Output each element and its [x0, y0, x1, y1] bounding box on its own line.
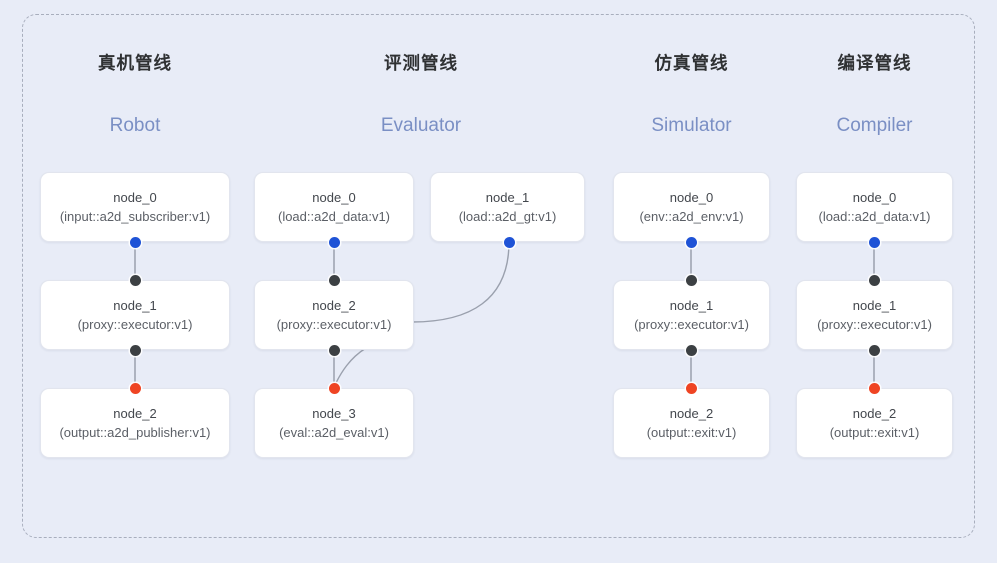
column-subtitle-evaluator: Evaluator [380, 115, 462, 136]
node-name: node_2 [312, 298, 356, 313]
node-eval-n2[interactable]: node_2 (proxy::executor:v1) [254, 280, 414, 350]
column-title-simulator: 仿真管线 [654, 53, 729, 73]
node-name: node_0 [852, 190, 897, 205]
node-spec: (proxy::executor:v1) [276, 317, 392, 332]
port-input-sim-n2[interactable] [685, 382, 697, 394]
node-sim-n0[interactable]: node_0 (env::a2d_env:v1) [613, 172, 770, 242]
port-input-comp-n1[interactable] [868, 274, 880, 286]
node-name: node_1 [669, 298, 714, 313]
node-eval-n3[interactable]: node_3 (eval::a2d_eval:v1) [254, 388, 414, 458]
column-subtitle-robot: Robot [109, 115, 161, 136]
node-name: node_2 [113, 406, 157, 421]
node-name: node_0 [312, 190, 356, 205]
node-spec: (proxy::executor:v1) [634, 317, 749, 332]
column-robot: 真机管线 Robot [40, 52, 230, 138]
node-spec: (load::a2d_data:v1) [277, 209, 391, 224]
port-input-comp-n2[interactable] [868, 382, 880, 394]
column-compiler: 编译管线 Compiler [796, 52, 953, 138]
node-spec: (output::exit:v1) [829, 425, 920, 440]
node-spec: (output::exit:v1) [646, 425, 737, 440]
port-output-eval-n0[interactable] [328, 236, 340, 248]
node-robot-n2[interactable]: node_2 (output::a2d_publisher:v1) [40, 388, 230, 458]
node-name: node_0 [669, 190, 714, 205]
node-eval-n0[interactable]: node_0 (load::a2d_data:v1) [254, 172, 414, 242]
port-input-robot-n1[interactable] [129, 274, 141, 286]
port-output-eval-n1[interactable] [503, 236, 515, 248]
node-spec: (proxy::executor:v1) [817, 317, 932, 332]
node-comp-n0[interactable]: node_0 (load::a2d_data:v1) [796, 172, 953, 242]
column-simulator: 仿真管线 Simulator [613, 52, 770, 138]
node-spec: (eval::a2d_eval:v1) [279, 425, 389, 440]
node-comp-n1[interactable]: node_1 (proxy::executor:v1) [796, 280, 953, 350]
column-subtitle-simulator: Simulator [651, 115, 732, 136]
node-robot-n0[interactable]: node_0 (input::a2d_subscriber:v1) [40, 172, 230, 242]
column-evaluator: 评测管线 Evaluator [326, 52, 516, 138]
node-name: node_1 [485, 190, 530, 205]
port-output-robot-n1[interactable] [129, 344, 141, 356]
node-name: node_2 [852, 406, 897, 421]
node-name: node_1 [852, 298, 897, 313]
port-input-eval-n3[interactable] [328, 382, 340, 394]
column-title-evaluator: 评测管线 [384, 53, 458, 73]
port-input-sim-n1[interactable] [685, 274, 697, 286]
node-spec: (env::a2d_env:v1) [639, 209, 744, 224]
node-sim-n1[interactable]: node_1 (proxy::executor:v1) [613, 280, 770, 350]
node-name: node_0 [113, 190, 157, 205]
port-output-robot-n0[interactable] [129, 236, 141, 248]
node-name: node_1 [113, 298, 157, 313]
port-output-sim-n0[interactable] [685, 236, 697, 248]
column-title-robot: 真机管线 [98, 53, 172, 73]
node-eval-n1[interactable]: node_1 (load::a2d_gt:v1) [430, 172, 585, 242]
node-spec: (proxy::executor:v1) [77, 317, 193, 332]
port-input-robot-n2[interactable] [129, 382, 141, 394]
port-output-eval-n2[interactable] [328, 344, 340, 356]
port-output-comp-n1[interactable] [868, 344, 880, 356]
node-comp-n2[interactable]: node_2 (output::exit:v1) [796, 388, 953, 458]
port-output-sim-n1[interactable] [685, 344, 697, 356]
column-title-compiler: 编译管线 [837, 53, 912, 73]
port-output-comp-n0[interactable] [868, 236, 880, 248]
port-input-eval-n2[interactable] [328, 274, 340, 286]
node-spec: (output::a2d_publisher:v1) [59, 425, 211, 440]
diagram-dashed-frame [22, 14, 975, 538]
node-spec: (input::a2d_subscriber:v1) [59, 209, 211, 224]
node-name: node_2 [669, 406, 714, 421]
column-subtitle-compiler: Compiler [836, 115, 913, 136]
node-robot-n1[interactable]: node_1 (proxy::executor:v1) [40, 280, 230, 350]
node-sim-n2[interactable]: node_2 (output::exit:v1) [613, 388, 770, 458]
node-spec: (load::a2d_gt:v1) [458, 209, 557, 224]
node-name: node_3 [312, 406, 356, 421]
node-spec: (load::a2d_data:v1) [818, 209, 931, 224]
